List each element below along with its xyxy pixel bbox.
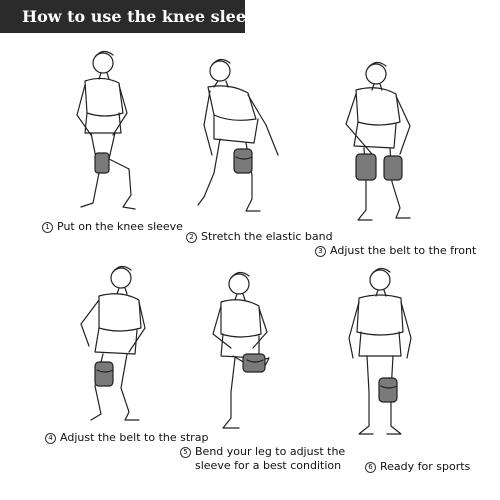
step-4-illustration bbox=[55, 262, 165, 432]
step-text-line-2: sleeve for a best condition bbox=[195, 459, 342, 472]
step-5-caption: 5 Bend your leg to adjust the sleeve for… bbox=[180, 445, 345, 473]
step-5-illustration bbox=[195, 262, 295, 437]
step-6-illustration bbox=[335, 262, 425, 447]
step-text: Adjust the belt to the strap bbox=[60, 431, 209, 444]
step-text-line-1: Bend your leg to adjust the bbox=[195, 445, 346, 458]
step-number-badge: 2 bbox=[186, 232, 197, 243]
step-4-caption: 4 Adjust the belt to the strap bbox=[45, 431, 208, 445]
step-3-illustration bbox=[330, 50, 440, 230]
step-number-badge: 4 bbox=[45, 433, 56, 444]
step-number-badge: 5 bbox=[180, 447, 191, 458]
step-number-badge: 1 bbox=[42, 222, 53, 233]
step-1-illustration bbox=[55, 45, 155, 215]
step-2-illustration bbox=[190, 45, 300, 225]
step-text: Stretch the elastic band bbox=[201, 230, 333, 243]
step-2-caption: 2 Stretch the elastic band bbox=[186, 230, 333, 244]
step-number-badge: 6 bbox=[365, 462, 376, 473]
step-text: Ready for sports bbox=[380, 460, 471, 473]
step-6-caption: 6 Ready for sports bbox=[365, 460, 470, 474]
step-number-badge: 3 bbox=[315, 246, 326, 257]
step-text: Bend your leg to adjust the sleeve for a… bbox=[195, 445, 345, 473]
step-3-caption: 3 Adjust the belt to the front bbox=[315, 244, 476, 258]
step-1-caption: 1 Put on the knee sleeve bbox=[42, 220, 183, 234]
step-text: Put on the knee sleeve bbox=[57, 220, 183, 233]
step-text: Adjust the belt to the front bbox=[330, 244, 477, 257]
page-title: How to use the knee sleeve. bbox=[0, 0, 271, 33]
